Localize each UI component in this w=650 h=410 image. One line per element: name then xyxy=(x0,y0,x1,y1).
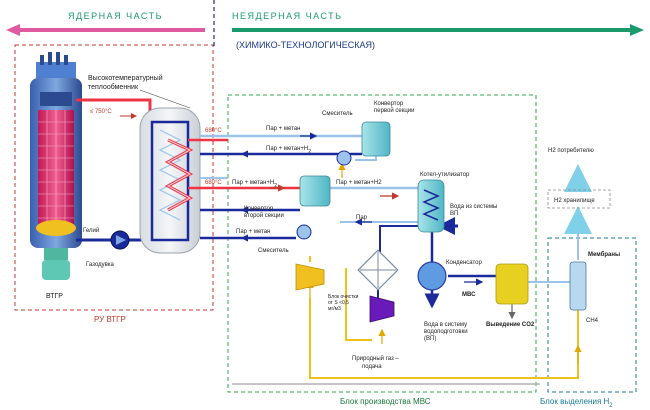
temp-680-top: 680°C xyxy=(205,128,222,134)
blower-symbol xyxy=(116,235,126,245)
mixer-bottom xyxy=(296,224,312,240)
converter1-label-a: Конвертор xyxy=(374,101,404,107)
hx-label-leader xyxy=(139,89,191,109)
helium-label: Гелий xyxy=(83,227,99,234)
heat-exchanger xyxy=(139,107,201,254)
h2-block-frame xyxy=(547,237,637,393)
membranes-unit xyxy=(569,261,587,311)
non-nuclear-part-title: НЕЯДЕРНАЯ ЧАСТЬ xyxy=(232,11,343,21)
converter2-label-b: второй секции xyxy=(244,212,284,219)
natural-gas-label-2: подача xyxy=(362,364,382,370)
converter-first-section xyxy=(361,121,391,157)
stream-steam: Пар xyxy=(356,215,368,221)
waste-heat-boiler xyxy=(417,179,445,233)
h2-block-label: Блок выделения H2 xyxy=(540,397,613,409)
mixer-top xyxy=(336,150,352,166)
nuclear-block-label: РУ ВТГР xyxy=(94,315,126,324)
converter-second-section xyxy=(299,175,331,207)
water-in-label-1: Вода из системы xyxy=(450,204,497,210)
cleaning-label-2: от S <0,5 xyxy=(328,300,349,306)
stream-steam-methane-h2-3: Пар + метан+H2 xyxy=(336,180,382,186)
h2-consumer-label: H2 потребителю xyxy=(548,148,594,154)
helium-pipes xyxy=(76,98,152,242)
boiler-label: Котел-утилизатор xyxy=(420,172,470,178)
hx-label-line2: теплообменник xyxy=(88,83,139,91)
converter1-label-b: первой секции xyxy=(374,107,415,114)
condenser xyxy=(417,261,447,291)
mixer-top-label: Смеситель xyxy=(322,111,353,117)
reactor-label: ВТГР xyxy=(46,293,63,300)
stream-steam-methane-h2-2: Пар + метан+H2 xyxy=(232,180,277,189)
chem-tech-subtitle: (ХИМИКО-ТЕХНОЛОГИЧЕСКАЯ) xyxy=(236,40,375,50)
mvs-block-label: Блок производства МВС xyxy=(340,397,431,406)
temp-680-mid: 680°C xyxy=(205,180,222,186)
compressor-yellow xyxy=(295,263,325,291)
cleaning-label-1: Блок очистки xyxy=(328,294,359,300)
ch4-label: CH4 xyxy=(586,318,599,324)
stream-steam-methane-1: Пар + метан xyxy=(266,126,300,132)
reactor-vessel xyxy=(30,52,82,280)
water-out-label-1: Вода в систему xyxy=(424,322,467,328)
blower-label: Газодувка xyxy=(86,262,115,268)
mbc-label: МВС xyxy=(462,292,476,298)
compressor-purple xyxy=(369,295,395,323)
stream-steam-methane-h2-1: Пар + метан+H2 xyxy=(266,146,311,155)
h2-storage-label: H2 хранилище xyxy=(554,198,595,204)
nuclear-part-title: ЯДЕРНАЯ ЧАСТЬ xyxy=(68,11,163,21)
natural-gas-label-1: Природный газ – xyxy=(352,355,399,362)
membranes-label: Мембраны xyxy=(588,251,620,258)
condenser-label: Конденсатор xyxy=(446,260,483,266)
h2-storage-box xyxy=(547,189,611,209)
water-out-label-2: водоподготовки xyxy=(424,329,468,335)
water-out-label-3: (ВП) xyxy=(424,336,436,342)
co2-separator xyxy=(495,263,529,305)
temp-750-label: ≤ 750°C xyxy=(90,109,112,115)
hx-label-line1: Высокотемпературный xyxy=(88,74,163,82)
mixer-bottom-label: Смеситель xyxy=(258,248,289,254)
mvs-block-frame xyxy=(227,94,537,393)
nuclear-part-arrow xyxy=(6,24,205,36)
converter2-label-a: Конвертор xyxy=(244,206,274,212)
cleaning-block xyxy=(357,249,399,291)
non-nuclear-part-arrow xyxy=(232,24,644,36)
stream-steam-methane-2: Пар + метан xyxy=(236,229,270,235)
water-in-label-2: ВП xyxy=(450,211,458,217)
cleaning-label-3: мг/м3 xyxy=(328,306,341,312)
co2-label: Выведение CO2 xyxy=(486,322,535,328)
